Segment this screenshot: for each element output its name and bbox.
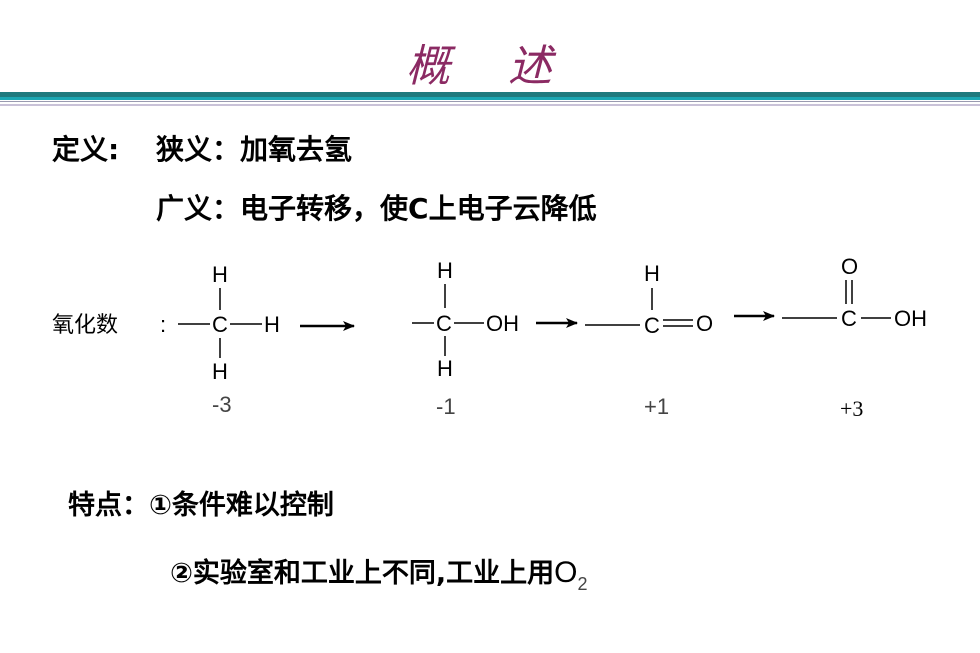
- definition-narrow: 定义: 狭义：加氧去氢: [52, 128, 352, 168]
- title-divider-shadow: [0, 104, 980, 106]
- definition-label: 定义:: [52, 133, 120, 166]
- title-divider-accent: [0, 97, 980, 100]
- oxidation-number: +1: [644, 394, 669, 419]
- carboxylic-acid-structure: C O OH: [782, 254, 927, 331]
- title-divider-line: [0, 101, 980, 102]
- oxidation-number: -1: [436, 394, 456, 419]
- methane-structure: C H H H: [178, 262, 280, 384]
- aldehyde-structure: C H O: [585, 261, 713, 338]
- features-line-1: 特点：①条件难以控制: [68, 483, 334, 522]
- hydrogen-atom: H: [212, 359, 228, 384]
- hydroxyl-group: OH: [894, 306, 927, 331]
- oxidation-colon: :: [160, 312, 166, 337]
- hydrogen-atom: H: [212, 262, 228, 287]
- title-divider: [0, 92, 980, 97]
- carbon-atom: C: [841, 306, 857, 331]
- oxygen-subscript: 2: [577, 574, 588, 594]
- narrow-label: 狭义：: [156, 133, 241, 166]
- hydrogen-atom: H: [437, 258, 453, 283]
- oxidation-number: +3: [840, 396, 863, 421]
- narrow-text: 加氧去氢: [240, 133, 353, 166]
- oxygen-formula: O: [554, 556, 578, 589]
- oxidation-label: 氧化数: [52, 312, 118, 337]
- hydrogen-atom: H: [437, 356, 453, 381]
- carbon-atom: C: [644, 313, 660, 338]
- hydrogen-atom: H: [264, 312, 280, 337]
- hydroxyl-group: OH: [486, 311, 519, 336]
- feature-item-2: ②实验室和工业上不同,工业上用: [170, 558, 555, 589]
- oxidation-diagram: 氧化数 : C H H H C OH H H C H O C O: [52, 254, 927, 421]
- slide-title: 概 述: [406, 41, 574, 92]
- feature-item-1: ①条件难以控制: [149, 490, 334, 521]
- hydrogen-atom: H: [644, 261, 660, 286]
- broad-text: 电子转移，使C上电子云降低: [240, 192, 597, 225]
- features-line-2: ②实验室和工业上不同,工业上用O2: [170, 551, 587, 595]
- carbon-atom: C: [212, 312, 228, 337]
- alcohol-structure: C OH H H: [412, 258, 519, 381]
- oxygen-atom: O: [696, 311, 713, 336]
- broad-label: 广义：: [156, 192, 241, 225]
- definition-broad: 广义：电子转移，使C上电子云降低: [156, 187, 597, 227]
- carbon-atom: C: [436, 311, 452, 336]
- oxygen-atom: O: [841, 254, 858, 279]
- oxidation-number: -3: [212, 392, 232, 417]
- features-label: 特点：: [68, 490, 149, 521]
